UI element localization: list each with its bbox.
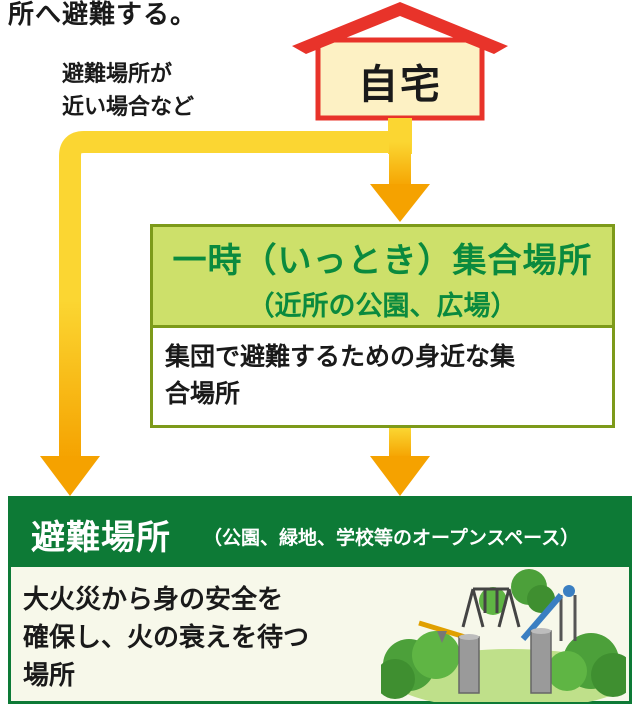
park-illustration [381, 569, 626, 702]
tree-icon [479, 569, 555, 615]
house-icon [292, 2, 508, 121]
temporary-gathering-description: 集団で避難するための身近な集 合場所 [165, 338, 602, 412]
swing-icon [461, 587, 521, 628]
shortcut-note-line: 近い場合など [62, 95, 195, 120]
seesaw-icon [418, 620, 466, 643]
evacuation-site-title: 避難場所 [31, 518, 171, 558]
bush-icon [381, 631, 626, 699]
slide-icon [520, 585, 577, 641]
description-line: 合場所 [165, 379, 241, 408]
description-line: 場所 [23, 661, 76, 691]
house-label: 自宅 [358, 62, 442, 108]
shortcut-note-line: 避難場所が [62, 62, 173, 87]
arrow-house-to-evacuation [40, 118, 412, 496]
description-line: 確保し、火の衰えを待つ [23, 623, 310, 653]
evacuation-site-subtitle: （公園、緑地、学校等のオープンスペース） [203, 527, 580, 549]
description-line: 大火災から身の安全を [23, 585, 284, 615]
intro-text-fragment: 所へ避難する。 [8, 0, 198, 30]
temporary-gathering-subtitle: （近所の公園、広場） [247, 291, 518, 322]
temporary-gathering-title: 一時（いっとき）集合場所 [172, 241, 593, 281]
evacuation-site-header: 避難場所 （公園、緑地、学校等のオープンスペース） [11, 499, 629, 567]
arrow-house-to-temporary [370, 142, 430, 222]
pillar-icon [458, 628, 552, 694]
shortcut-note: 避難場所が 近い場合など [62, 58, 194, 124]
description-line: 集団で避難するための身近な集 [165, 342, 516, 371]
temporary-gathering-box: 一時（いっとき）集合場所 （近所の公園、広場） 集団で避難するための身近な集 合… [150, 224, 615, 428]
arrow-temporary-to-evacuation [370, 428, 430, 496]
evacuation-site-description: 大火災から身の安全を 確保し、火の衰えを待つ 場所 [23, 581, 383, 695]
temporary-gathering-header: 一時（いっとき）集合場所 （近所の公園、広場） [153, 227, 612, 328]
evacuation-site-box: 避難場所 （公園、緑地、学校等のオープンスペース） 大火災から身の安全を 確保し… [8, 496, 632, 704]
